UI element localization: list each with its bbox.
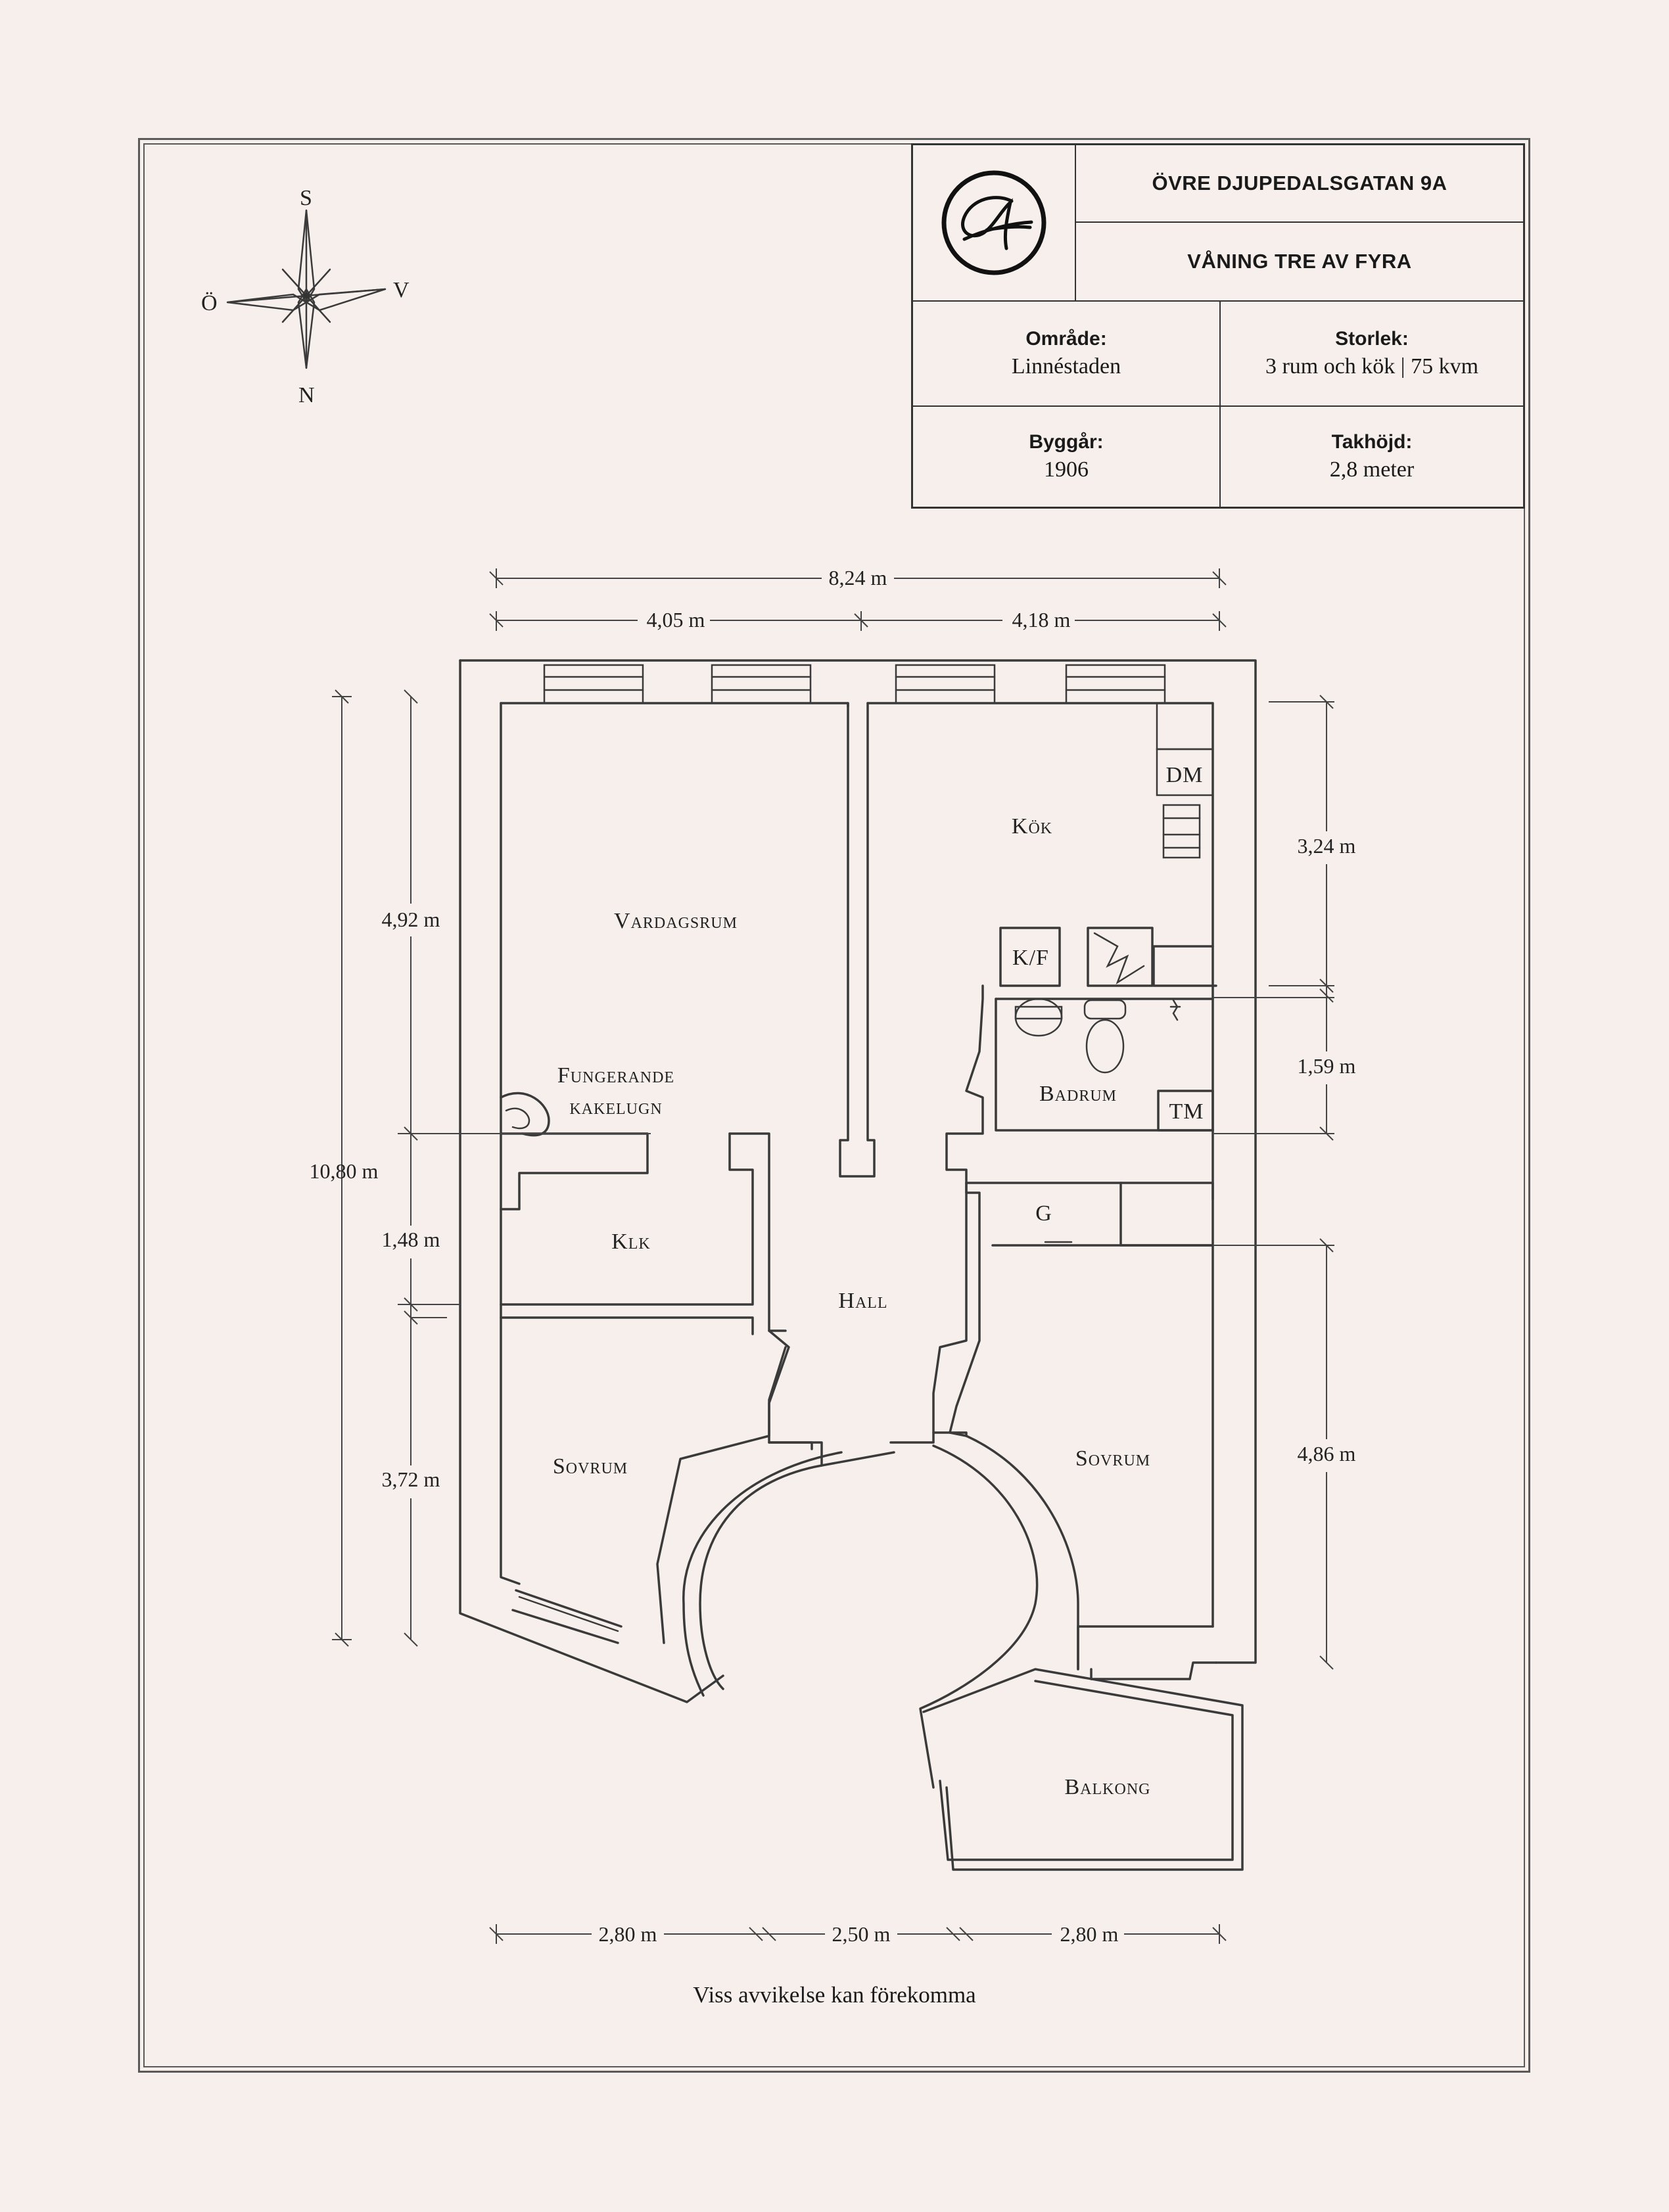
dim-bottom-right: 2,80 m: [1060, 1922, 1119, 1946]
area-value: Linnéstaden: [1011, 354, 1121, 379]
address-cell: ÖVRE DJUPEDALSGATAN 9A: [1076, 145, 1523, 223]
year-cell: Byggår: 1906: [913, 407, 1221, 507]
room-g: G: [1035, 1201, 1052, 1226]
room-labels: Vardagsrum Kök DM K/F Badrum TM Fungeran…: [553, 763, 1204, 1799]
walls: [459, 659, 1257, 1871]
address-title: ÖVRE DJUPEDALSGATAN 9A: [1152, 172, 1447, 195]
room-kakelugn-line1: Fungerande: [557, 1063, 674, 1088]
dim-right-width: 4,18 m: [1012, 608, 1071, 632]
area-label: Område:: [1025, 328, 1107, 350]
dim-sovrum-right-height: 4,86 m: [1298, 1442, 1356, 1465]
inner-frame: [143, 143, 1525, 2067]
top-windows: [543, 664, 1166, 704]
dim-bottom-left: 2,80 m: [599, 1922, 657, 1946]
dim-total-height: 10,80 m: [310, 1159, 379, 1183]
monogram-logo-icon: [941, 170, 1046, 275]
info-table: ÖVRE DJUPEDALSGATAN 9A VÅNING TRE AV FYR…: [911, 143, 1525, 509]
height-label: Takhöjd:: [1331, 431, 1413, 453]
room-dm: DM: [1166, 763, 1204, 787]
size-label: Storlek:: [1335, 328, 1409, 350]
height-value: 2,8 meter: [1329, 457, 1415, 482]
room-sovrum-right: Sovrum: [1075, 1446, 1150, 1471]
dim-vardagsrum-height: 4,92 m: [382, 908, 440, 931]
compass-east: Ö: [201, 291, 218, 315]
compass-rose-icon: S Ö V N: [201, 186, 410, 407]
room-tm: TM: [1169, 1099, 1204, 1124]
room-balkong: Balkong: [1065, 1775, 1151, 1799]
disclaimer-note: Viss avvikelse kan förekomma: [693, 1982, 976, 2008]
floor-title: VÅNING TRE AV FYRA: [1187, 250, 1412, 273]
dim-badrum-height: 1,59 m: [1298, 1054, 1356, 1078]
room-kok: Kök: [1012, 814, 1052, 839]
dim-klk-height: 1,48 m: [382, 1228, 440, 1251]
compass-west: V: [393, 278, 410, 302]
size-cell: Storlek: 3 rum och kök | 75 kvm: [1221, 302, 1523, 407]
room-klk: Klk: [611, 1230, 651, 1254]
outer-frame: [138, 138, 1530, 2073]
year-value: 1906: [1044, 457, 1089, 482]
dim-total-width: 8,24 m: [829, 566, 887, 589]
room-kakelugn-line2: kakelugn: [569, 1095, 662, 1119]
dim-sovrum-left-height: 3,72 m: [382, 1467, 440, 1491]
dim-left-width: 4,05 m: [647, 608, 705, 632]
dim-bottom-mid: 2,50 m: [832, 1922, 891, 1946]
room-kf: K/F: [1012, 946, 1049, 970]
size-value: 3 rum och kök | 75 kvm: [1265, 354, 1479, 379]
room-hall: Hall: [838, 1289, 887, 1313]
logo-cell: [913, 145, 1076, 302]
area-cell: Område: Linnéstaden: [913, 302, 1221, 407]
floor-cell: VÅNING TRE AV FYRA: [1076, 223, 1523, 302]
room-sovrum-left: Sovrum: [553, 1454, 628, 1479]
room-badrum: Badrum: [1039, 1082, 1117, 1106]
year-label: Byggår:: [1029, 431, 1104, 453]
compass-south: S: [300, 186, 312, 210]
height-cell: Takhöjd: 2,8 meter: [1221, 407, 1523, 507]
room-vardagsrum: Vardagsrum: [614, 909, 738, 933]
compass-north: N: [298, 383, 315, 407]
dim-kok-height: 3,24 m: [1298, 834, 1356, 858]
dimension-labels: 8,24 m 4,05 m 4,18 m 10,80 m 4,92 m 1,48…: [310, 564, 1367, 1947]
